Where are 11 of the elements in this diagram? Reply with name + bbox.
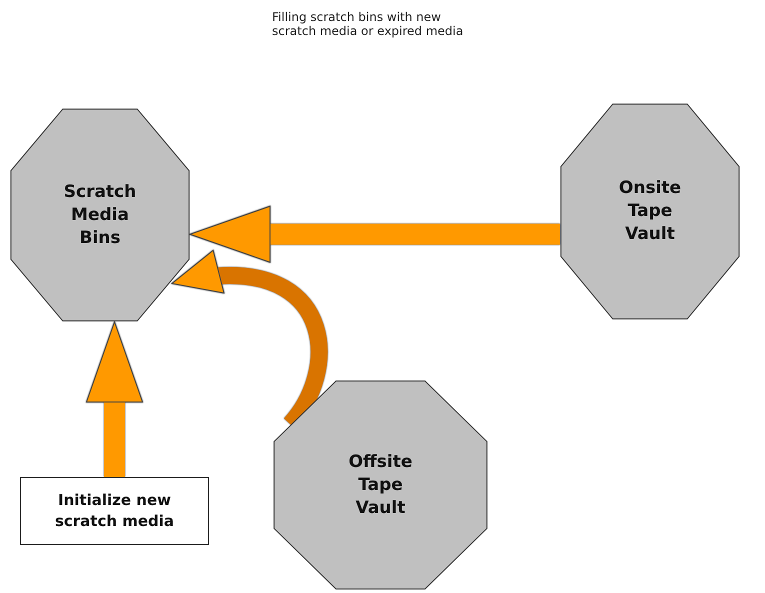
node-label: Offsite Tape Vault: [348, 450, 414, 520]
octagon-node: [560, 103, 740, 320]
node-label: Onsite Tape Vault: [618, 177, 682, 246]
diagram-title: Filling scratch bins with new scratch media or expired media: [272, 10, 464, 38]
node-label: Initialize new scratch media: [54, 490, 176, 532]
block-arrow: [86, 322, 143, 477]
octagon-node: [273, 380, 488, 590]
octagon-node: [10, 108, 190, 322]
node-label: Scratch Media Bins: [62, 180, 138, 250]
block-arrow: [190, 206, 560, 263]
process-box: [20, 477, 209, 545]
